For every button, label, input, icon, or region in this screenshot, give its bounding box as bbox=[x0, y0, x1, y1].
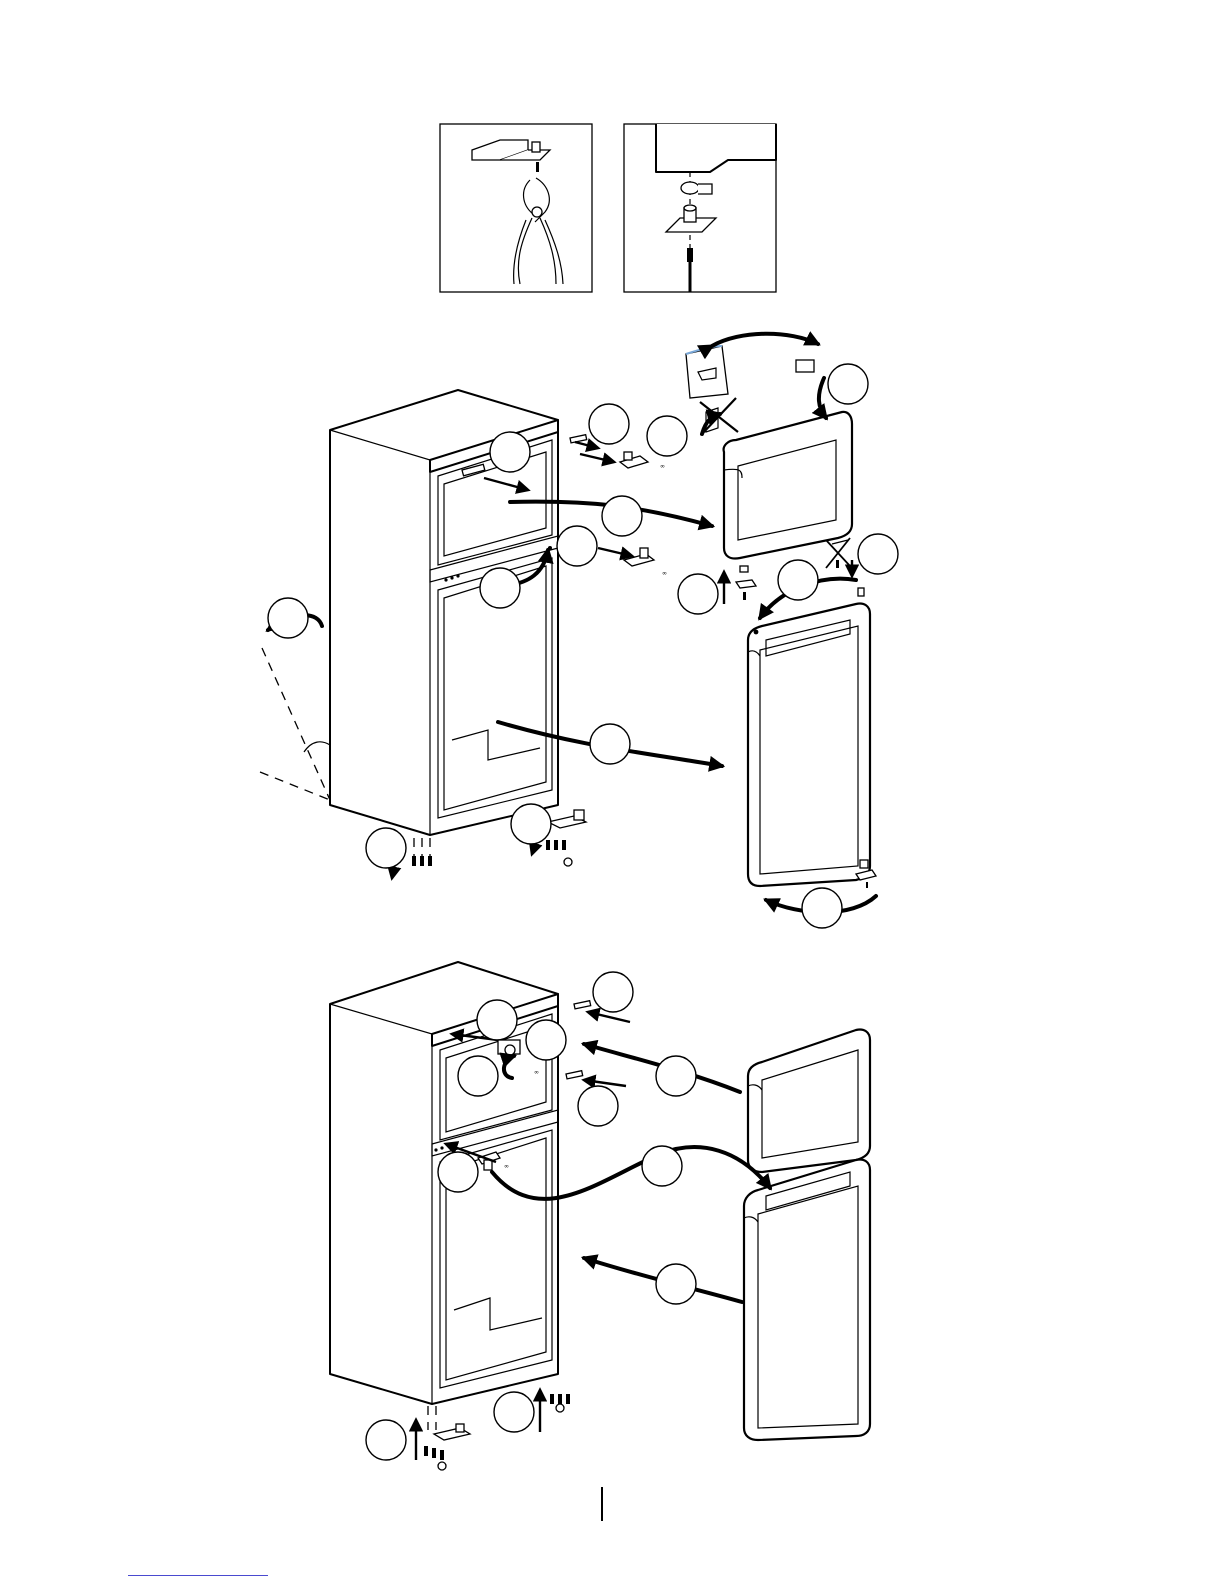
fridge-door-removed bbox=[748, 603, 870, 886]
callout-circle bbox=[828, 364, 868, 404]
parts-bag-icon bbox=[686, 346, 728, 398]
page-marker bbox=[601, 1487, 603, 1521]
fridge-door-reinstall bbox=[744, 1159, 870, 1440]
left-foot-screws bbox=[412, 838, 432, 866]
callout-circle bbox=[490, 432, 530, 472]
middle-hinge-part: ∞ bbox=[624, 548, 667, 577]
callout-circle bbox=[656, 1264, 696, 1304]
callout-circle bbox=[438, 1152, 478, 1192]
callout-circle bbox=[557, 526, 597, 566]
removal-scene: ∞ ∞ bbox=[260, 334, 898, 928]
callout-circle bbox=[647, 416, 687, 456]
callout-circle bbox=[678, 574, 718, 614]
inset-door-pin bbox=[624, 124, 776, 292]
callout-circle bbox=[578, 1086, 618, 1126]
callout-circle bbox=[858, 534, 898, 574]
callout-circle bbox=[526, 1020, 566, 1060]
reinstall-scene: ∞ ∞ bbox=[330, 962, 870, 1470]
callout-circle bbox=[480, 568, 520, 608]
callout-circle bbox=[366, 1420, 406, 1460]
hinge-cover-cap bbox=[566, 1071, 583, 1079]
bracket-bushing-part bbox=[736, 566, 756, 600]
bottom-hinge-screws bbox=[546, 810, 586, 866]
callout-circle bbox=[477, 1000, 517, 1040]
part-mark: ∞ bbox=[662, 570, 667, 577]
callout-circle bbox=[602, 496, 642, 536]
pin-crossed-icon bbox=[826, 538, 850, 568]
callout-circle bbox=[589, 404, 629, 444]
callout-circle bbox=[268, 598, 308, 638]
part-mark: ∞ bbox=[534, 1069, 539, 1076]
callout-circle bbox=[802, 888, 842, 928]
part-mark: ∞ bbox=[660, 463, 665, 470]
freezer-door-reinstall bbox=[748, 1029, 870, 1172]
reinstall-bottom-screws-left bbox=[424, 1406, 470, 1470]
hinge-cover-cap bbox=[574, 1001, 591, 1009]
callout-circle bbox=[458, 1056, 498, 1096]
freezer-door-removed bbox=[724, 412, 852, 559]
pin-part bbox=[858, 588, 864, 596]
part-mark: ∞ bbox=[504, 1163, 509, 1170]
callout-circle bbox=[593, 972, 633, 1012]
pin-bushing-icon bbox=[681, 182, 712, 194]
callout-circle bbox=[642, 1146, 682, 1186]
callout-circle bbox=[366, 828, 406, 868]
callout-circle bbox=[511, 804, 551, 844]
callout-circle bbox=[778, 560, 818, 600]
footer-link[interactable] bbox=[128, 1575, 268, 1576]
callout-circle bbox=[656, 1056, 696, 1096]
callout-circle bbox=[590, 724, 630, 764]
tilt-guide bbox=[260, 648, 330, 800]
inset-hinge-pliers bbox=[440, 124, 592, 292]
reinstall-bottom-screws-right bbox=[550, 1394, 570, 1412]
cover-cap-icon bbox=[796, 360, 814, 372]
callout-circle bbox=[494, 1392, 534, 1432]
